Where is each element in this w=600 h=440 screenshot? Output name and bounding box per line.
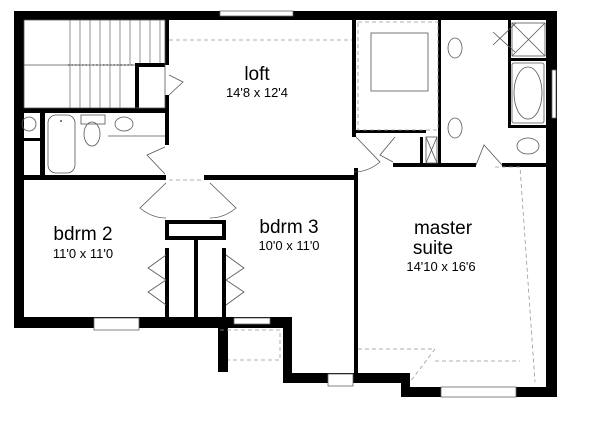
ceiling-lines [169, 39, 536, 383]
staircase [23, 19, 166, 109]
windows [93, 10, 557, 398]
room-name: bdrm 2 [53, 224, 112, 245]
room-loft: loft 14'8 x 12'4 [226, 64, 288, 100]
room-name-line1: master [414, 218, 473, 239]
room-dimensions: 14'10 x 16'6 [406, 259, 475, 274]
exterior-walls [14, 11, 557, 397]
doors [139, 22, 517, 306]
master-bath-fixtures [357, 21, 546, 164]
room-name-line2: suite [413, 238, 453, 259]
room-bdrm-2: bdrm 2 11'0 x 11'0 [53, 224, 113, 261]
room-dimensions: 14'8 x 12'4 [226, 85, 288, 100]
room-dimensions: 11'0 x 11'0 [53, 246, 113, 261]
interior-walls [24, 11, 546, 383]
room-bdrm-3: bdrm 3 10'0 x 11'0 [258, 217, 319, 253]
room-name: bdrm 3 [259, 217, 318, 238]
room-name: loft [244, 64, 270, 85]
room-dimensions: 10'0 x 11'0 [258, 238, 319, 253]
room-master-suite: master suite 14'10 x 16'6 [406, 218, 475, 274]
hall-bath-fixtures [21, 114, 165, 174]
